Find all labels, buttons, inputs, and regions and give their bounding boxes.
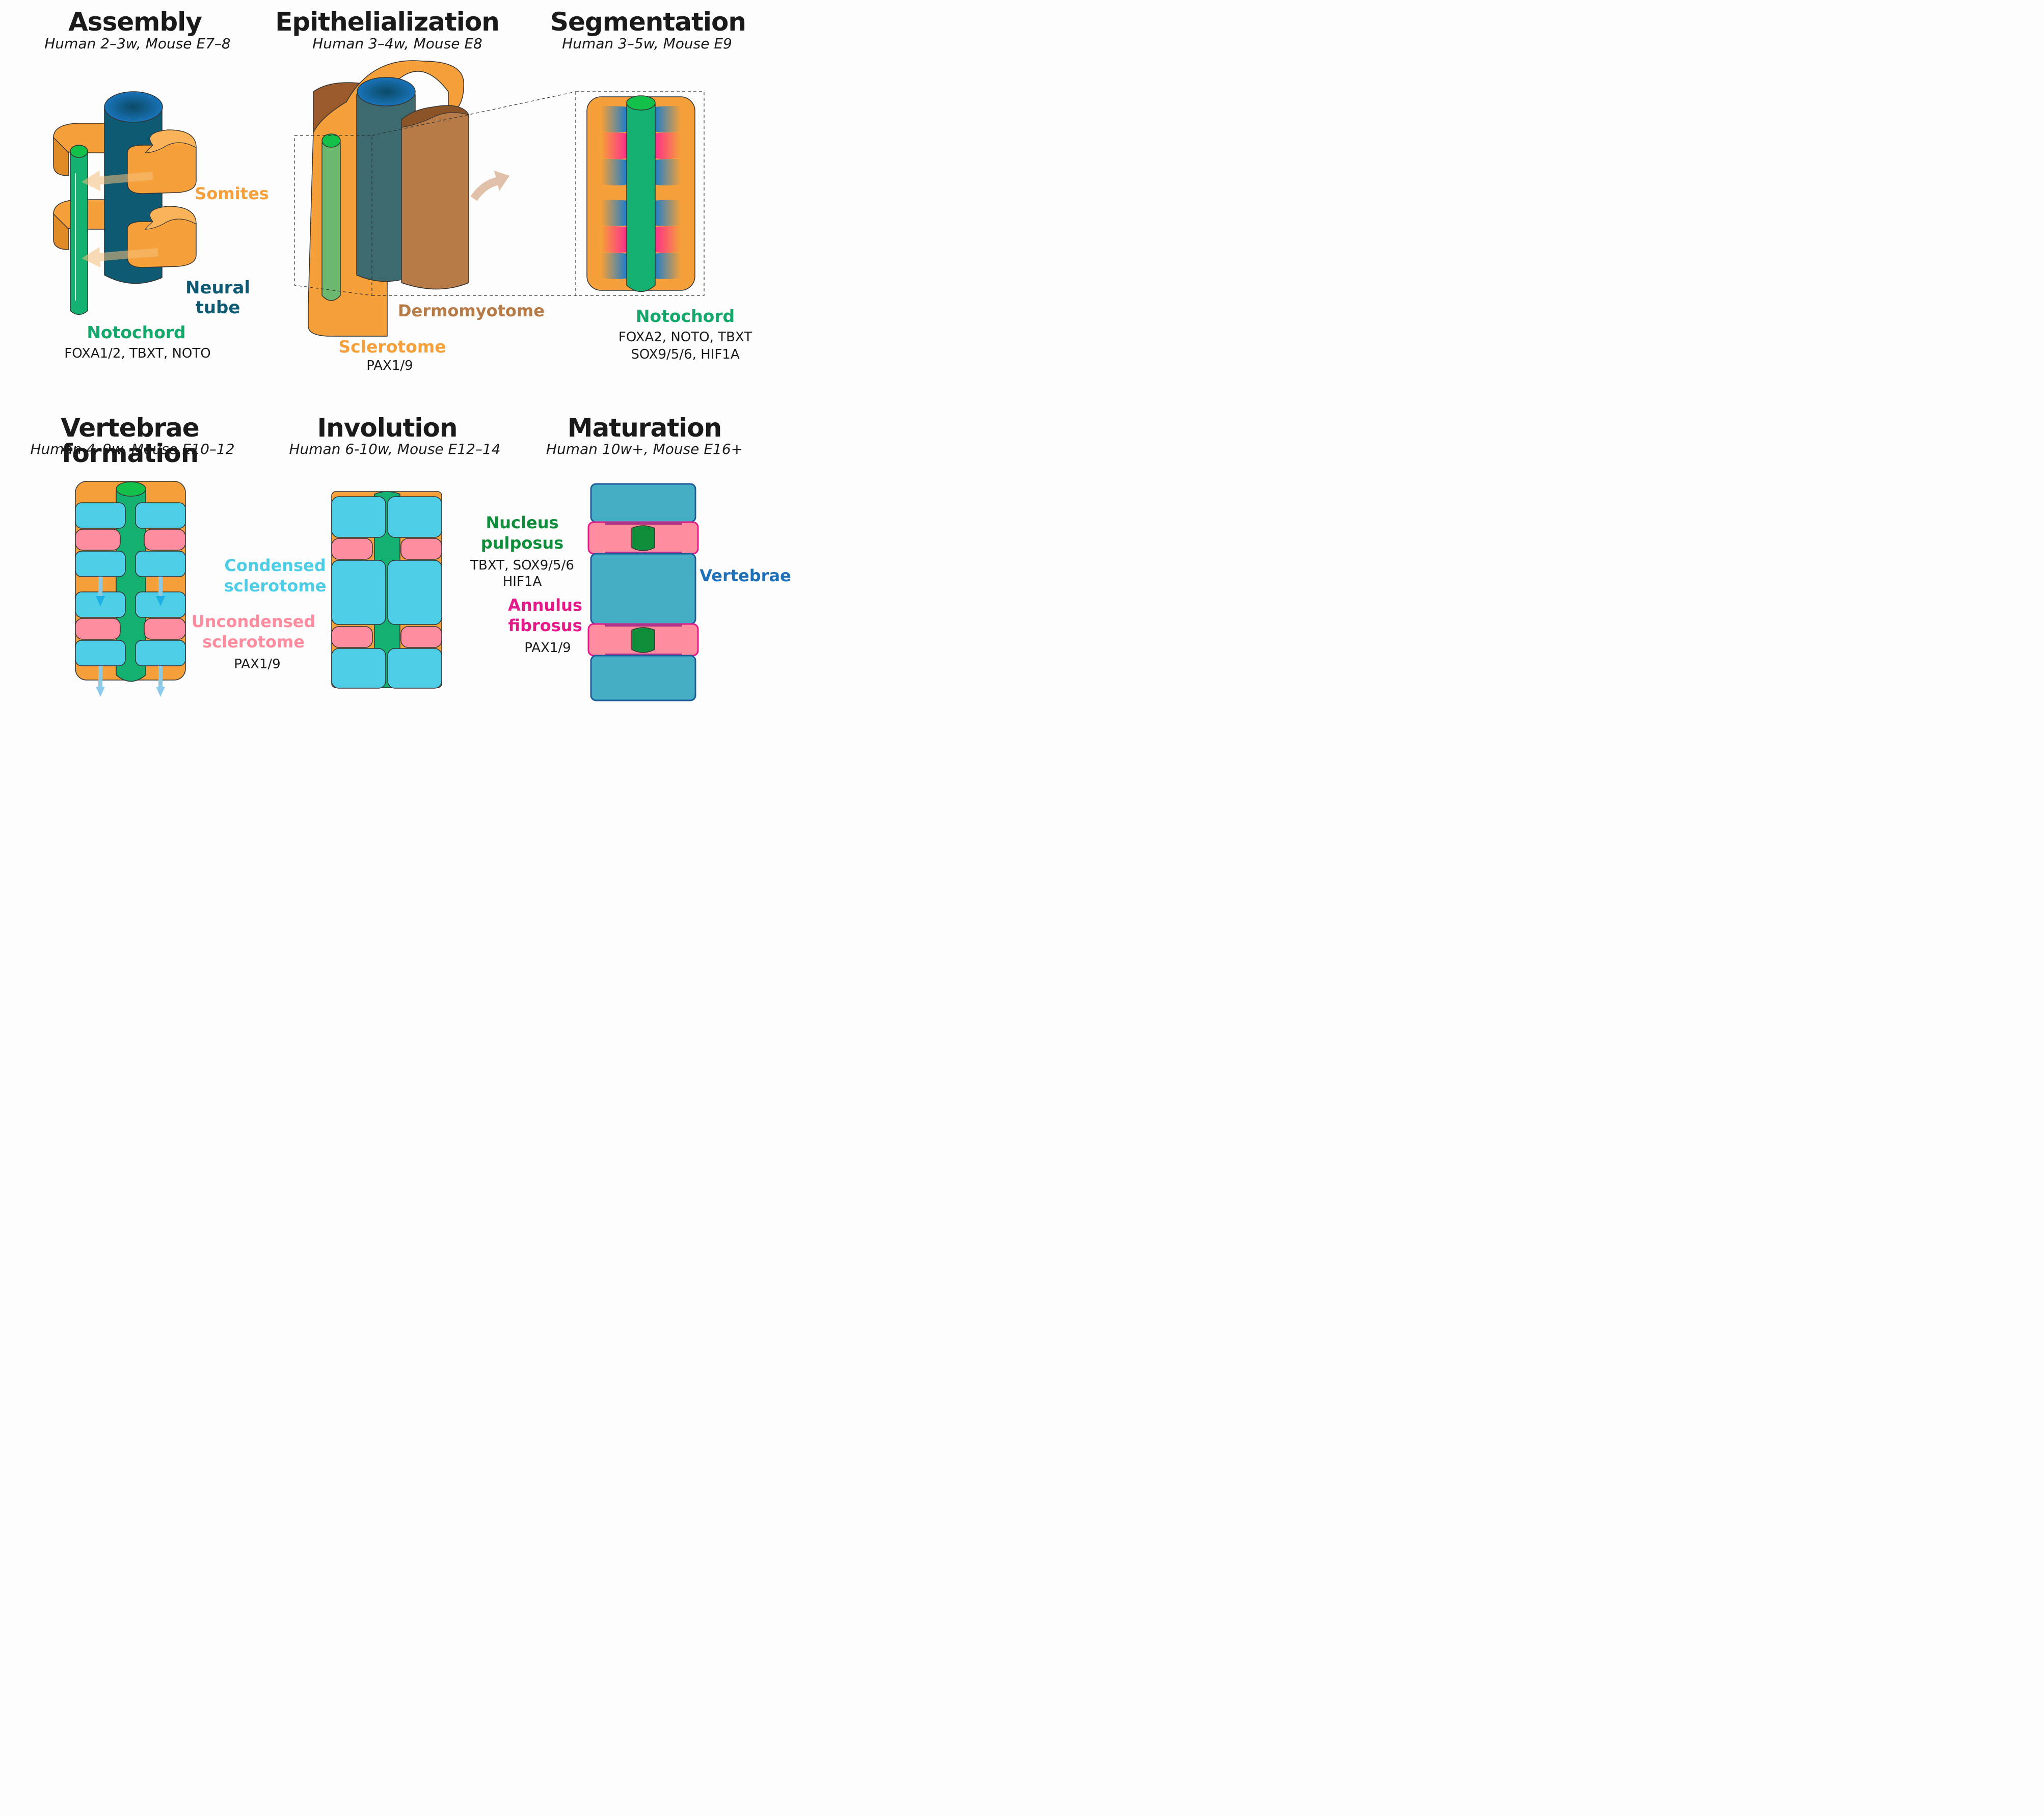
involution-illustration <box>331 491 442 689</box>
notochord-label: Notochord <box>87 322 186 342</box>
dermomyotome-arrow <box>470 171 509 201</box>
vertebrae-label: Vertebrae <box>700 566 791 585</box>
segmentation-zoom-frame <box>575 91 705 296</box>
segmentation-notochord-label: Notochord <box>635 306 735 326</box>
segmentation-notochord <box>626 95 656 292</box>
segment-bands <box>601 106 681 279</box>
epithelialization-panel: Dermomyotome Sclerotome PAX1/9 <box>285 0 550 377</box>
maturation-subtitle: Human 10w+, Mouse E16+ <box>546 441 743 457</box>
condensed-label-line2: sclerotome <box>224 576 327 595</box>
annulus-genes: PAX1/9 <box>524 640 571 656</box>
vertebrae-formation-illustration <box>75 481 186 697</box>
vertebrae-formation-panel <box>71 479 194 703</box>
assembly-illustration <box>53 91 197 315</box>
assembly-title: Assembly <box>68 7 202 37</box>
annulus-label-line2: fibrosus <box>508 616 582 635</box>
assembly-panel: Somites Neural tube Notochord FOXA1/2, T… <box>0 0 285 367</box>
migration-arrow-upper <box>82 171 153 191</box>
disc-lower <box>587 623 699 657</box>
dermomyotome-label: Dermomyotome <box>398 301 545 320</box>
segmentation-panel: Notochord FOXA2, NOTO, TBXT SOX9/5/6, HI… <box>571 87 795 372</box>
epithelialization-title: Epithelialization <box>275 7 500 37</box>
maturation-title: Maturation <box>567 413 722 443</box>
segmentation-illustration <box>575 91 705 296</box>
migration-arrow-lower <box>82 247 158 267</box>
involution-subtitle: Human 6-10w, Mouse E12–14 <box>289 441 501 457</box>
sclerotome-genes: PAX1/9 <box>366 358 413 373</box>
notochord-rod <box>321 133 341 301</box>
epithelialization-illustration <box>294 60 509 337</box>
neural-tube <box>356 77 416 282</box>
involution-condensed-blocks <box>331 496 442 689</box>
uncondensed-label-line1: Uncondensed <box>191 612 316 631</box>
sclerotome-label: Sclerotome <box>338 337 446 357</box>
vertebra-bottom <box>590 655 696 701</box>
maturation-panel <box>586 481 703 706</box>
formation-arrows <box>96 577 165 697</box>
development-diagram: Assembly Human 2–3w, Mouse E7–8 Epitheli… <box>0 0 796 708</box>
involution-panel <box>329 489 446 693</box>
epithelialization-subtitle: Human 3–4w, Mouse E8 <box>312 35 482 52</box>
zoom-projection-lines <box>371 91 576 296</box>
vertebra-middle <box>590 553 696 625</box>
nucleus-genes-line1: TBXT, SOX9/5/6 <box>470 558 574 573</box>
segmentation-genes-line2: SOX9/5/6, HIF1A <box>631 347 740 362</box>
neural-tube-label: Neural tube <box>185 278 251 318</box>
vertebrae-formation-subtitle: Human 4–9w, Mouse E10–12 <box>30 441 235 457</box>
nucleus-label-line1: Nucleus <box>486 513 559 532</box>
nucleus-label-line2: pulposus <box>480 533 564 553</box>
uncondensed-genes: PAX1/9 <box>234 657 281 672</box>
involution-title: Involution <box>317 413 458 443</box>
notochord-rod <box>70 145 88 315</box>
notochord-genes: FOXA1/2, TBXT, NOTO <box>64 346 211 361</box>
maturation-illustration <box>587 483 699 701</box>
segmentation-title: Segmentation <box>550 7 746 37</box>
condensed-label-line1: Condensed <box>224 556 326 575</box>
nucleus-genes-line2: HIF1A <box>502 574 542 589</box>
vertebra-top <box>590 483 696 523</box>
formation-notochord <box>116 481 146 682</box>
uncondensed-label-line2: sclerotome <box>202 632 305 652</box>
somites-label: Somites <box>195 184 269 203</box>
annulus-label-line1: Annulus <box>508 595 582 615</box>
segmentation-genes-line1: FOXA2, NOTO, TBXT <box>618 330 752 345</box>
formation-uncondensed-blocks <box>75 529 186 640</box>
disc-upper <box>587 521 699 555</box>
segmentation-subtitle: Human 3–5w, Mouse E9 <box>562 35 732 52</box>
involution-uncondensed-blocks <box>331 538 442 648</box>
assembly-subtitle: Human 2–3w, Mouse E7–8 <box>44 35 231 52</box>
dermomyotome-block <box>401 105 470 290</box>
vertebrae-formation-title: Vertebrae formation <box>61 413 199 468</box>
